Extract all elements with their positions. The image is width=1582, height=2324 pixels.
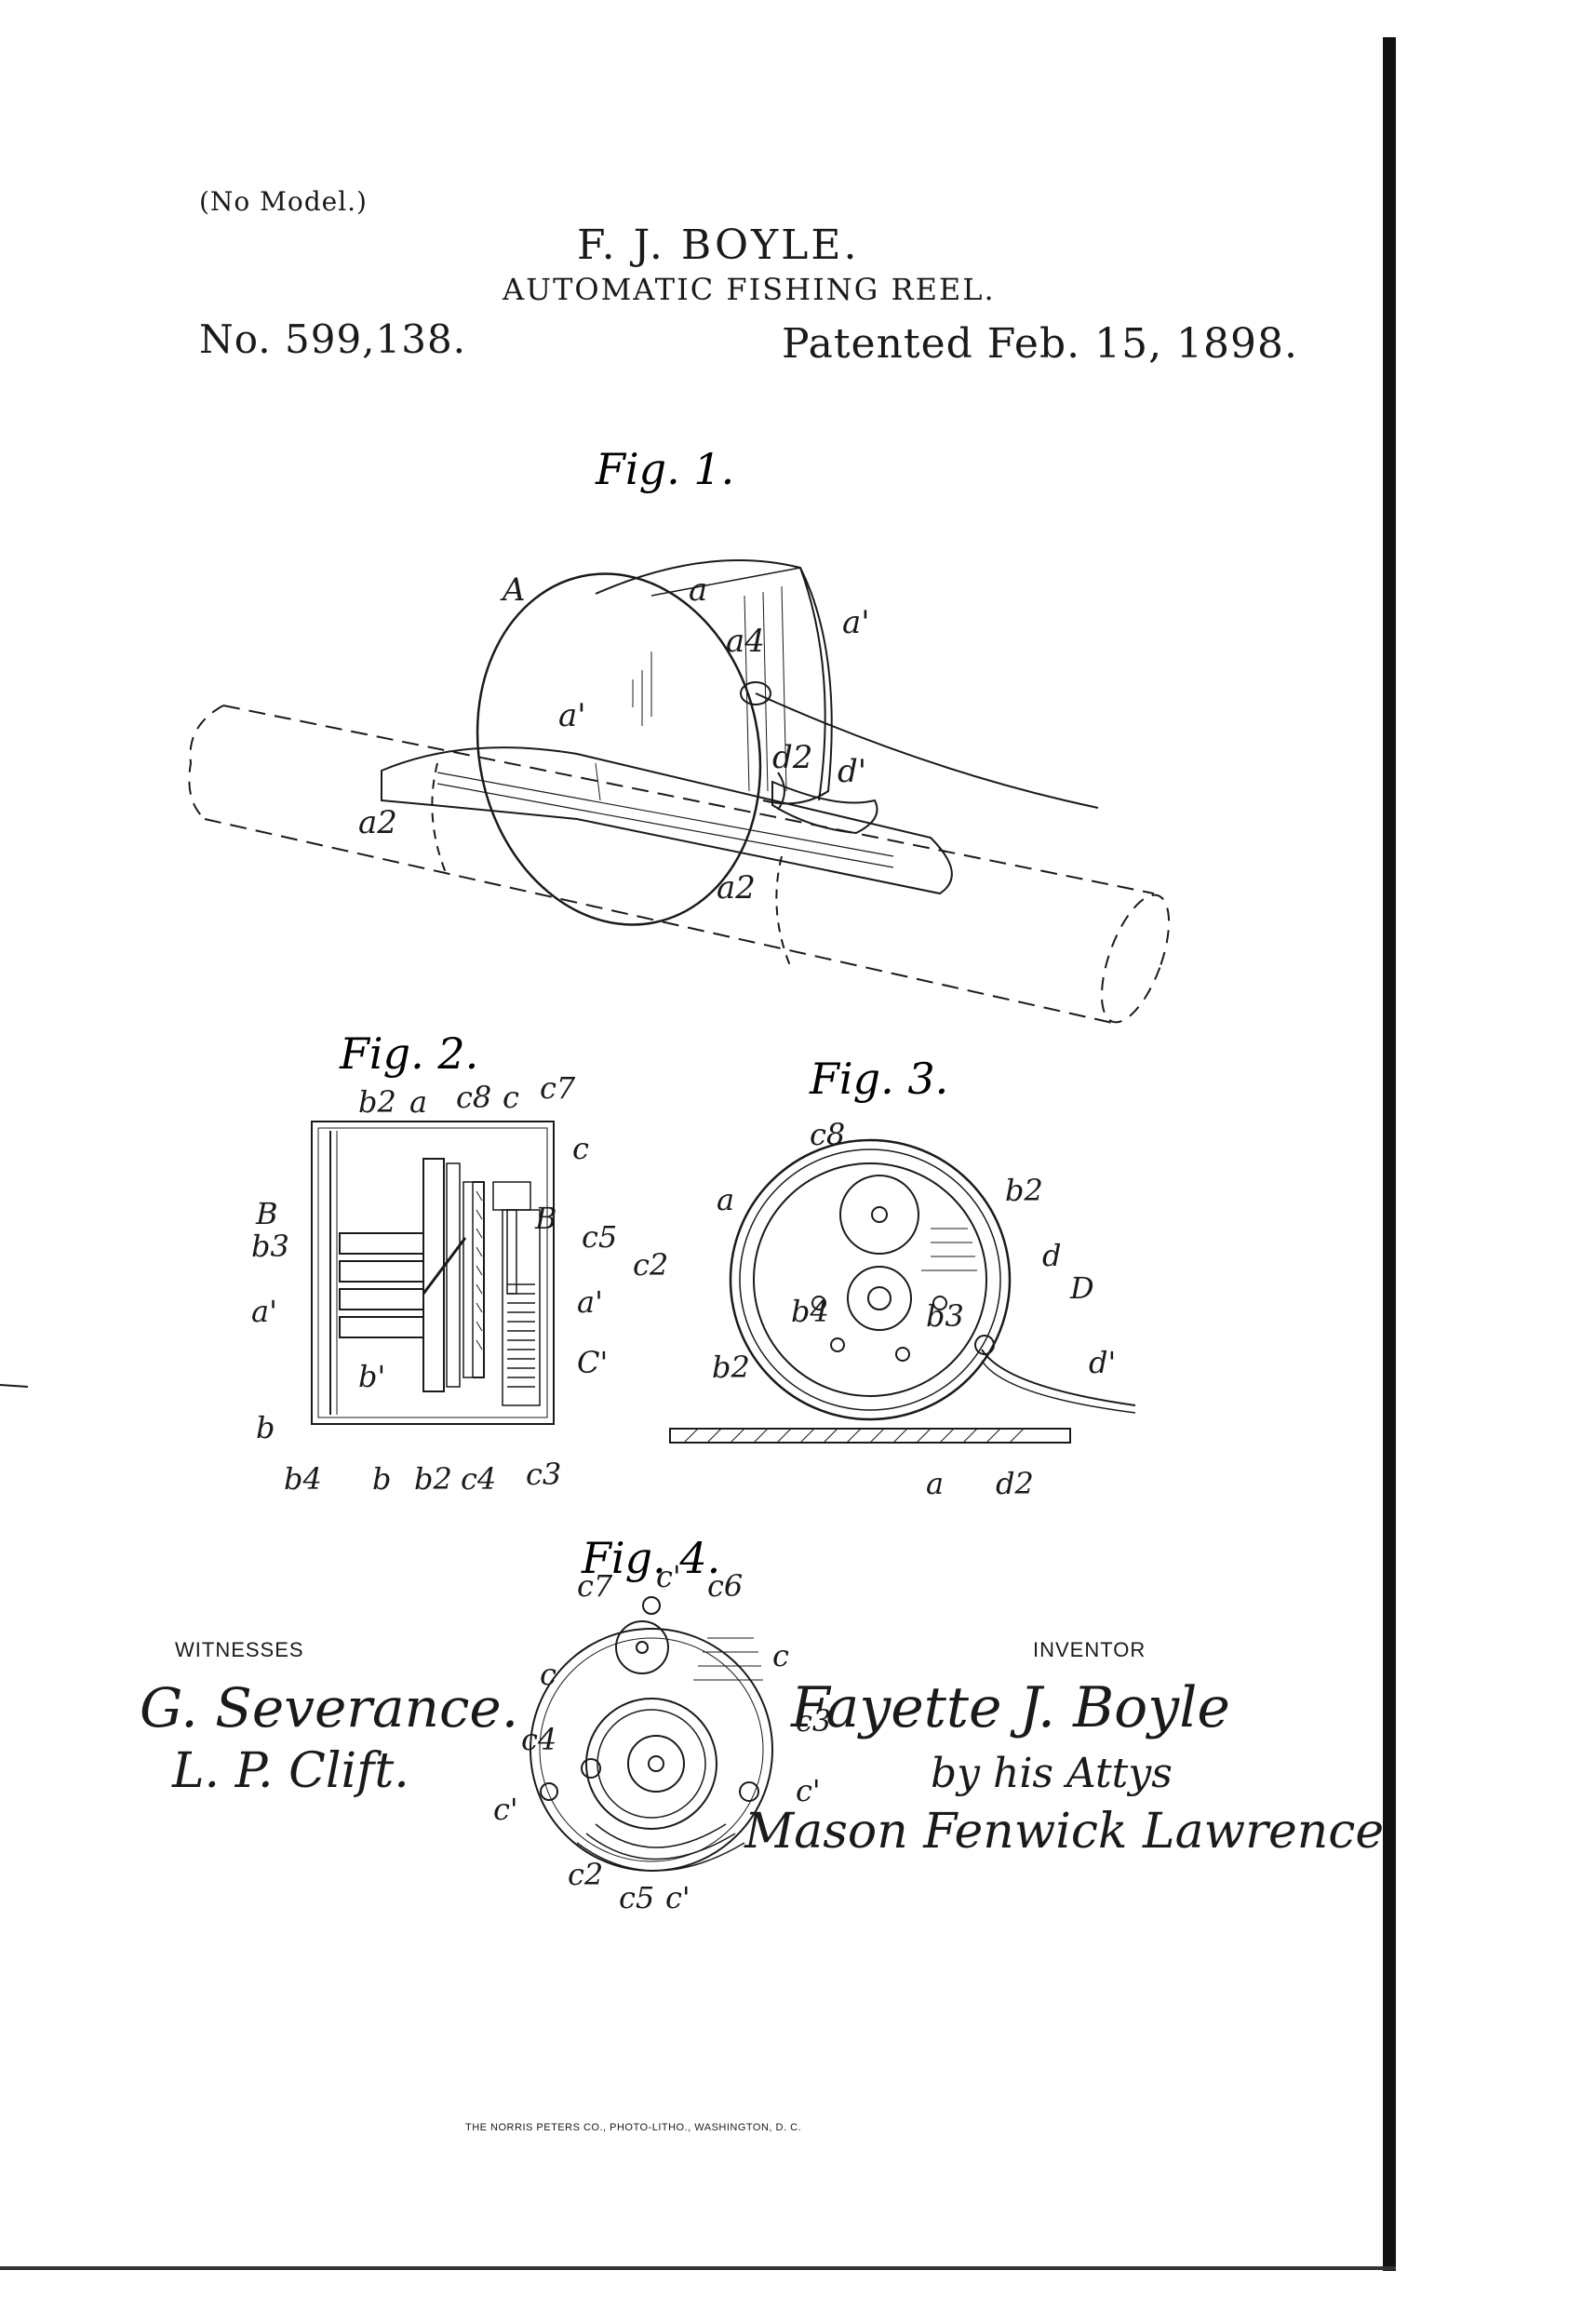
bottom-border [0,2266,1396,2270]
fig2-ref-c4: c4 [461,1461,496,1497]
witnesses-label: WITNESSES [175,1638,304,1661]
fig3-ref-D: D [1069,1270,1094,1306]
fig2-ref-b1: b' [358,1359,385,1394]
fig3-drawing [669,1138,1136,1444]
fig3-ref-b3: b3 [926,1298,964,1334]
fig1-ref-a: a [689,571,707,609]
fig2-ref-B-left: B [255,1196,278,1231]
fig2-ref-a1-right: a' [577,1284,603,1320]
fig3-ref-b2-left: b2 [712,1350,750,1385]
fig4-ref-c1-left: c' [493,1792,518,1827]
fig4-ref-c-left: c [540,1657,556,1692]
fig2-ref-c: c [503,1080,519,1115]
fig2-ref-b2-bottom: b2 [414,1461,452,1497]
fig1-ref-d1: d' [838,753,866,790]
fig2-ref-b4: b4 [284,1461,322,1497]
fig1-label: Fig. 1. [595,444,734,494]
fig1-ref-a2-bottom: a2 [717,869,756,907]
fig1-ref-a2-left: a2 [358,804,397,841]
fig2-ref-a: a [409,1084,427,1120]
inventor-name: F. J. BOYLE. [577,222,860,269]
fig4-label: Fig. 4. [581,1533,720,1583]
fig3-ref-d2: d2 [996,1466,1034,1501]
fig2-ref-b2: b2 [358,1084,396,1120]
fig2-ref-a1-left: a' [251,1294,277,1329]
inventor-signature: Fayette J. Boyle [790,1675,1230,1740]
witness-signature-1: G. Severance. [140,1676,518,1740]
fig2-ref-B-right: B [534,1201,557,1236]
fig3-ref-b2: b2 [1005,1173,1043,1208]
fig4-ref-c-right: c [772,1638,789,1673]
fig4-ref-c2: c2 [568,1857,603,1892]
fig3-ref-d1: d' [1089,1345,1116,1380]
fig4-ref-c1-right: c' [796,1773,821,1808]
inventor-label: INVENTOR [1033,1638,1146,1661]
fig1-ref-a1-face: a' [558,697,586,734]
fig3-ref-d: d [1042,1238,1061,1273]
fig3-ref-a-bottom: a [926,1466,944,1501]
fig1-drawing [188,558,1171,1025]
fig2-ref-b3: b3 [251,1229,289,1264]
printer-credit: THE NORRIS PETERS CO., PHOTO-LITHO., WAS… [465,2122,802,2133]
fig2-label: Fig. 2. [339,1028,478,1079]
fig2-ref-c7: c7 [540,1070,576,1106]
attorney-signature-line-1: by his Attys [931,1750,1173,1797]
attorney-signature-line-2: Mason Fenwick Lawrence [744,1804,1384,1860]
patent-number: No. 599,138. [199,316,467,362]
fig4-drawing [530,1596,773,1872]
fig2-ref-c5: c5 [582,1219,617,1255]
fig1-ref-a1: a' [842,604,870,641]
fig3-ref-b4: b4 [791,1294,829,1329]
fig3-ref-c8: c8 [810,1117,845,1152]
fig2-ref-c3: c3 [526,1457,561,1492]
fig4-ref-c1-bottom: c' [665,1880,690,1915]
fig2-ref-b-bottom: b [372,1461,391,1497]
fig4-ref-c6: c6 [707,1568,743,1604]
fig2-ref-c8: c8 [456,1080,491,1115]
fig1-ref-a4: a4 [726,623,765,660]
fig3-ref-a: a [717,1182,734,1217]
fig1-ref-d2: d2 [772,739,812,776]
fig2-ref-b-left: b [256,1410,275,1445]
fig1-ref-A: A [500,571,526,609]
fig4-ref-c1-top: c' [656,1559,681,1594]
fig4-ref-c7: c7 [577,1568,613,1604]
right-border [1383,37,1396,2271]
patent-title: AUTOMATIC FISHING REEL. [503,272,996,307]
fig2-ref-c-right: c [572,1131,589,1166]
fig4-ref-c4: c4 [521,1722,556,1757]
patent-date: Patented Feb. 15, 1898. [782,320,1299,368]
witness-signature-2: L. P. Clift. [171,1743,409,1799]
fig2-ref-c2: c2 [633,1247,668,1283]
fig4-ref-c3: c3 [796,1703,831,1739]
fig2-drawing [311,1121,555,1425]
fig2-ref-C1: C' [577,1345,608,1380]
no-model-note: (No Model.) [199,186,368,217]
fig3-label: Fig. 3. [809,1054,948,1104]
fig4-ref-c5: c5 [619,1880,654,1915]
